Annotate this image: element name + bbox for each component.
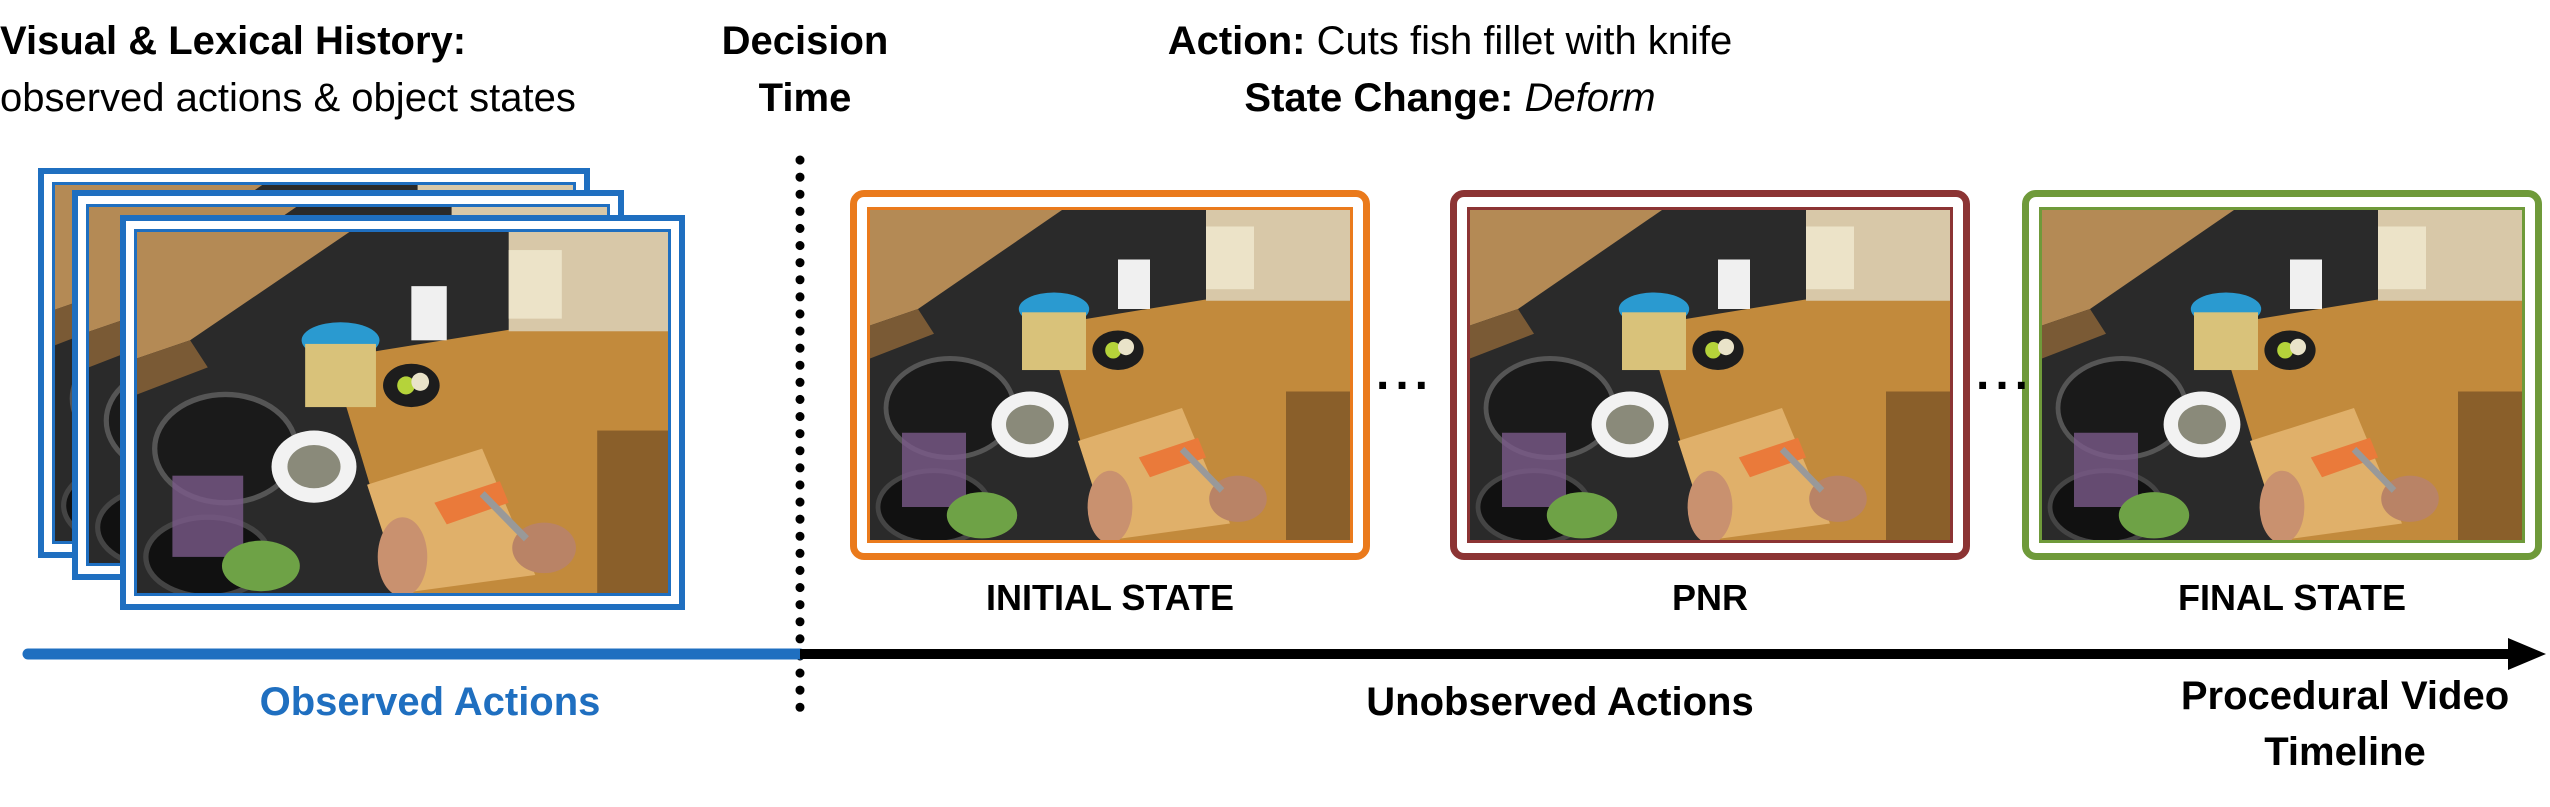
history-frame-front [120, 215, 685, 610]
initial-state-label: INITIAL STATE [986, 577, 1234, 618]
decision-time-line1: Decision [721, 19, 889, 63]
history-title: Visual & Lexical History: [0, 19, 467, 63]
pnr-frame [1450, 190, 1970, 560]
initial-state-frame [850, 190, 1370, 560]
decision-time-line2: Time [758, 76, 852, 120]
final-state-image [2039, 207, 2525, 543]
observed-actions-label: Observed Actions [259, 680, 601, 724]
action-value: Cuts fish fillet with knife [1316, 19, 1733, 63]
ellipsis-1: ... [1376, 347, 1435, 400]
history-frame-front-image [134, 229, 671, 596]
state-change-label: State Change: [1244, 76, 1514, 120]
ellipsis-2: ... [1976, 347, 2035, 400]
state-change-value: Deform [1524, 76, 1656, 120]
action-label: Action: [1167, 19, 1306, 63]
pnr-image [1467, 207, 1953, 543]
initial-state-image [867, 207, 1353, 543]
timeline-end-label-line1: Procedural Video [2180, 674, 2510, 718]
pnr-label: PNR [1671, 577, 1748, 618]
timeline-end-label-line2: Timeline [2264, 730, 2426, 774]
final-state-label: FINAL STATE [2178, 577, 2406, 618]
state-change-line: State Change: Deform [1100, 72, 1800, 124]
unobserved-actions-label: Unobserved Actions [1366, 680, 1754, 724]
final-state-frame [2022, 190, 2542, 560]
action-line: Action: Cuts fish fillet with knife [1100, 15, 1800, 67]
timeline-arrowhead [2508, 638, 2546, 670]
